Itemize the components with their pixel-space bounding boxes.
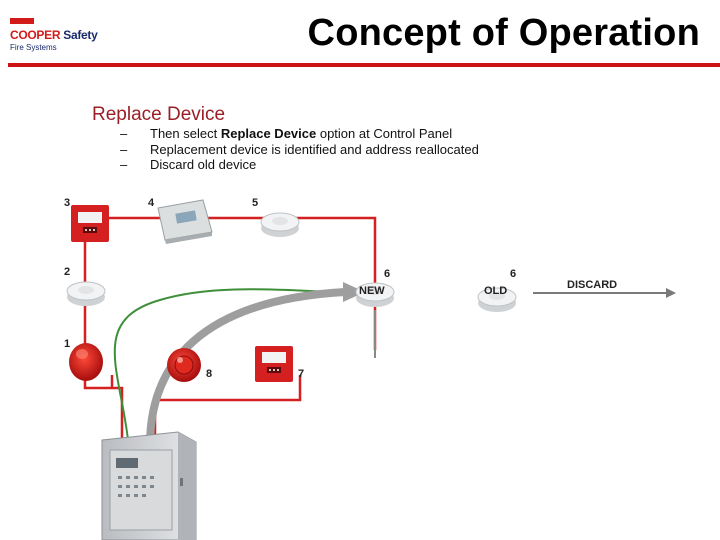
device-number-8: 8	[206, 368, 213, 380]
new-detector-icon	[355, 282, 395, 307]
logo-mark-icon	[10, 18, 34, 24]
device-number-3: 3	[64, 197, 71, 209]
logo-brand-suffix: Safety	[63, 28, 98, 42]
company-logo: COOPER Safety Fire Systems	[10, 18, 98, 52]
device-number-7: 7	[298, 368, 305, 380]
logo-subtitle: Fire Systems	[10, 43, 57, 52]
bullet-dash: –	[120, 126, 128, 141]
wiring-loop	[83, 216, 377, 450]
bullet-dash: –	[120, 157, 128, 172]
bullet-dash: –	[120, 142, 128, 157]
device-number-6-old: 6	[510, 268, 517, 280]
page-title: Concept of Operation	[307, 12, 700, 54]
beacon-icon	[167, 348, 201, 382]
section-heading: Replace Device	[92, 104, 226, 125]
device-number-6-new: 6	[384, 268, 391, 280]
bullet-item-3: –Discard old device	[120, 157, 257, 172]
old-detector-icon	[477, 287, 517, 312]
device-number-5: 5	[252, 197, 259, 209]
new-label: NEW	[359, 285, 385, 297]
header-divider	[8, 63, 720, 67]
device-number-4: 4	[148, 197, 155, 209]
sounder-icon	[69, 343, 103, 381]
replace-arrow	[146, 282, 365, 446]
cable	[113, 288, 341, 441]
call-point-7-icon	[255, 346, 293, 382]
device-number-2: 2	[64, 266, 71, 278]
call-point-icon	[71, 205, 109, 242]
detector-2-icon	[66, 281, 106, 306]
old-label: OLD	[484, 285, 508, 297]
logo-brand: COOPER	[10, 28, 61, 42]
device-number-1: 1	[64, 338, 71, 350]
smoke-detector-icon	[260, 212, 300, 237]
interface-module-icon	[157, 199, 213, 244]
bullet-item-1: –Then select Replace Device option at Co…	[120, 126, 453, 141]
discard-label: DISCARD	[567, 279, 618, 291]
control-panel-icon	[101, 431, 197, 540]
discard-arrow	[533, 288, 676, 298]
bullet-item-2: –Replacement device is identified and ad…	[120, 142, 479, 157]
